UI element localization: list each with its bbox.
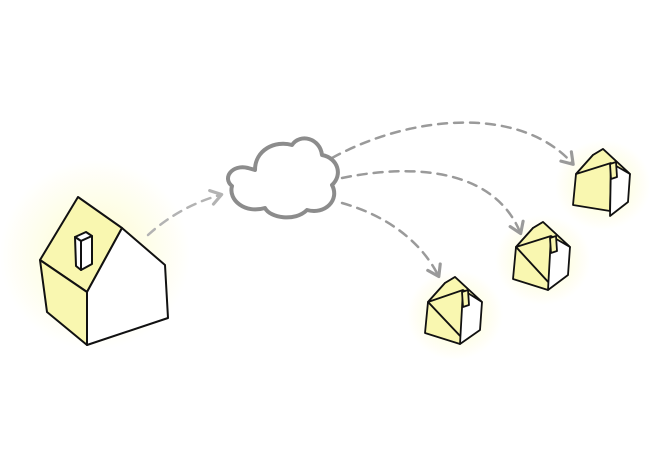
cloud-icon (226, 136, 340, 220)
house-far-chimney (609, 161, 618, 180)
house-middle-icon (512, 221, 571, 291)
edge-source-to-cloud (146, 189, 224, 237)
source-house-icon (39, 196, 169, 346)
edge-cloud-to-house-far (330, 121, 575, 166)
edges-layer (146, 121, 575, 279)
house-near-chimney (461, 289, 470, 308)
source-house-wall-side (86, 227, 169, 346)
house-near-icon (424, 276, 483, 345)
house-middle-roof (515, 221, 571, 248)
edge-cloud-to-house-near (340, 201, 442, 279)
source-house-chimney-right (80, 235, 93, 271)
edge-cloud-to-house-middle (340, 169, 525, 236)
house-far-icon (572, 148, 631, 217)
house-middle-chimney (549, 235, 558, 254)
